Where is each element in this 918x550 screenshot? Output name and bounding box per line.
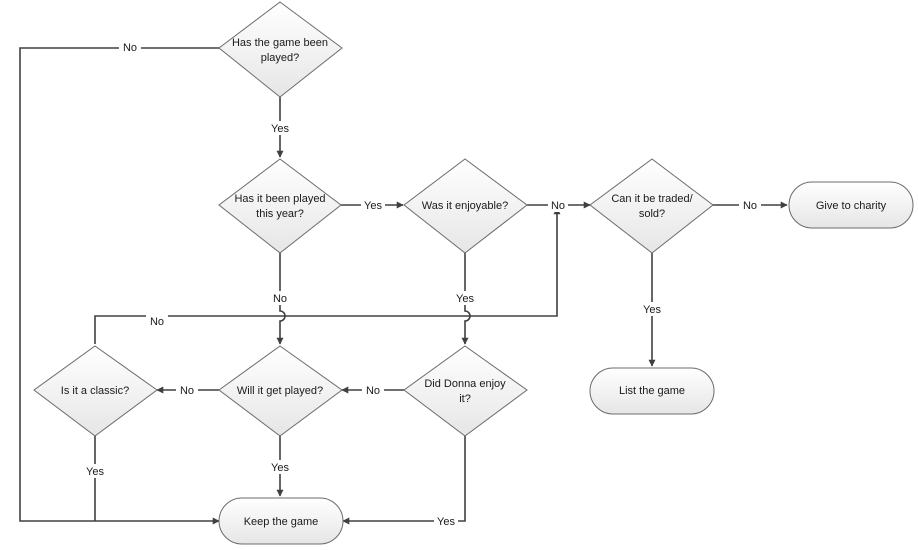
decision-donna-enjoy: Did Donna enjoy it? (403, 345, 528, 437)
svg-text:sold?: sold? (639, 208, 665, 220)
edge-played-no (19, 47, 220, 525)
label-donna-yes: Yes (434, 514, 458, 528)
svg-text:Is it a classic?: Is it a classic? (61, 385, 129, 397)
label-this-year-yes: Yes (361, 198, 385, 212)
svg-text:this year?: this year? (256, 208, 304, 220)
svg-text:No: No (123, 42, 137, 54)
svg-text:Can it be traded/: Can it be traded/ (611, 193, 693, 205)
svg-text:Was it enjoyable?: Was it enjoyable? (422, 200, 508, 212)
svg-text:No: No (150, 316, 164, 328)
svg-text:Yes: Yes (364, 200, 382, 212)
svg-text:Yes: Yes (271, 462, 289, 474)
svg-text:Keep the game: Keep the game (244, 516, 319, 528)
label-this-year-no: No (269, 291, 291, 305)
decision-will-get-played: Will it get played? (218, 345, 343, 437)
svg-text:List the game: List the game (619, 385, 685, 397)
label-classic-no: No (146, 314, 168, 328)
label-traded-no: No (739, 198, 761, 212)
svg-text:No: No (273, 293, 287, 305)
svg-text:Yes: Yes (437, 516, 455, 528)
svg-text:it?: it? (459, 393, 471, 405)
svg-text:Yes: Yes (456, 293, 474, 305)
svg-text:Has it been played: Has it been played (234, 193, 325, 205)
svg-text:Yes: Yes (86, 466, 104, 478)
svg-text:No: No (366, 385, 380, 397)
label-traded-yes: Yes (640, 302, 664, 316)
label-classic-yes: Yes (83, 464, 107, 478)
svg-text:Did Donna enjoy: Did Donna enjoy (424, 378, 506, 390)
connectors (19, 47, 788, 525)
decision-traded-sold: Can it be traded/ sold? (589, 158, 714, 254)
svg-text:Yes: Yes (271, 123, 289, 135)
svg-text:Has the game been: Has the game been (232, 37, 328, 49)
terminal-give-to-charity: Give to charity (788, 181, 914, 229)
edge-labels: No Yes Yes No No Yes No Yes (83, 40, 761, 528)
label-will-play-yes: Yes (268, 460, 292, 474)
terminal-list-the-game: List the game (589, 367, 715, 415)
svg-text:Yes: Yes (643, 304, 661, 316)
edge-donna-yes (342, 436, 466, 525)
label-played-no: No (119, 40, 141, 54)
decision-classic: Is it a classic? (33, 345, 158, 437)
svg-text:Will it get played?: Will it get played? (237, 385, 323, 397)
label-enjoyable-no: No (548, 198, 568, 212)
terminal-keep-the-game: Keep the game (218, 497, 344, 545)
edge-classic-no (94, 207, 561, 344)
decision-enjoyable: Was it enjoyable? (403, 158, 528, 254)
svg-text:No: No (551, 200, 565, 212)
svg-text:Give to charity: Give to charity (816, 200, 887, 212)
svg-text:No: No (743, 200, 757, 212)
label-will-play-no: No (176, 383, 198, 397)
decision-played: Has the game been played? (218, 1, 343, 98)
svg-text:No: No (180, 385, 194, 397)
label-played-yes: Yes (268, 121, 292, 135)
label-enjoyable-yes: Yes (453, 291, 477, 305)
svg-text:played?: played? (261, 52, 300, 64)
decision-played-this-year: Has it been played this year? (218, 158, 342, 254)
label-donna-no: No (362, 383, 384, 397)
